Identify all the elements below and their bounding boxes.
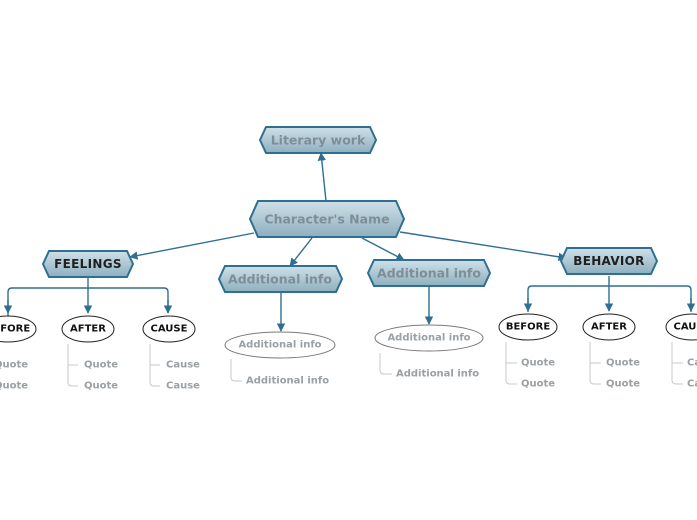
edge-center-to-literary [317,152,327,202]
feelings-before-label[interactable]: BEFORE [0,323,31,335]
additional-info-oval-right[interactable] [374,324,484,352]
behavior-after-leaf-2[interactable]: Quote [606,378,641,390]
edge-center-to-info-right [361,237,405,261]
edge-center-to-behavior [399,231,567,261]
feelings-cause-leaf-2[interactable]: Cause [166,380,200,392]
behavior-cause-label[interactable]: CAUSE [673,321,697,333]
behavior-after-leaf-1[interactable]: Quote [606,357,641,369]
behavior-cause-leaf-2[interactable]: Cause [687,378,697,390]
additional-info-oval-left[interactable] [224,331,336,359]
edge-center-to-feelings [129,232,255,260]
additional-info-left-node[interactable] [217,265,344,293]
behavior-label: BEHAVIOR [573,254,645,268]
leaf-connectors [67,342,683,387]
behavior-before-leaf-1[interactable]: Quote [521,357,556,369]
behavior-node[interactable] [559,247,659,275]
feelings-node[interactable] [41,250,135,278]
connectors [3,152,696,332]
behavior-before-label[interactable]: BEFORE [505,321,551,333]
feelings-before-leaf-1[interactable]: Quote [0,359,29,371]
behavior-before-leaf-2[interactable]: Quote [521,378,556,390]
edge-center-to-info-left [289,237,313,267]
additional-info-oval-left-label: Additional info [238,339,322,351]
literary-work-node[interactable] [258,126,378,154]
behavior-cause-leaf-1[interactable]: Cause [687,357,697,369]
feelings-label: FEELINGS [54,257,122,271]
additional-info-oval-right-label: Additional info [387,332,471,344]
additional-info-left-label: Additional info [228,271,332,287]
feelings-cause-leaf-1[interactable]: Cause [166,359,200,371]
additional-info-leaf-right[interactable]: Additional info [396,368,480,380]
literary-work-label: Literary work [270,132,366,148]
behavior-after-label[interactable]: AFTER [591,321,627,333]
feelings-after-label[interactable]: AFTER [70,323,106,335]
feelings-cause-label[interactable]: CAUSE [150,323,188,335]
feelings-after-leaf-2[interactable]: Quote [84,380,119,392]
additional-info-right-node[interactable] [366,259,492,287]
additional-info-leaf-left[interactable]: Additional info [246,375,330,387]
ovals [0,313,697,343]
character-name-label: Character's Name [264,211,390,227]
feelings-before-leaf-2[interactable]: Quote [0,380,29,392]
character-name-node[interactable] [248,200,406,238]
additional-info-right-label: Additional info [377,265,481,281]
feelings-after-leaf-1[interactable]: Quote [84,359,119,371]
